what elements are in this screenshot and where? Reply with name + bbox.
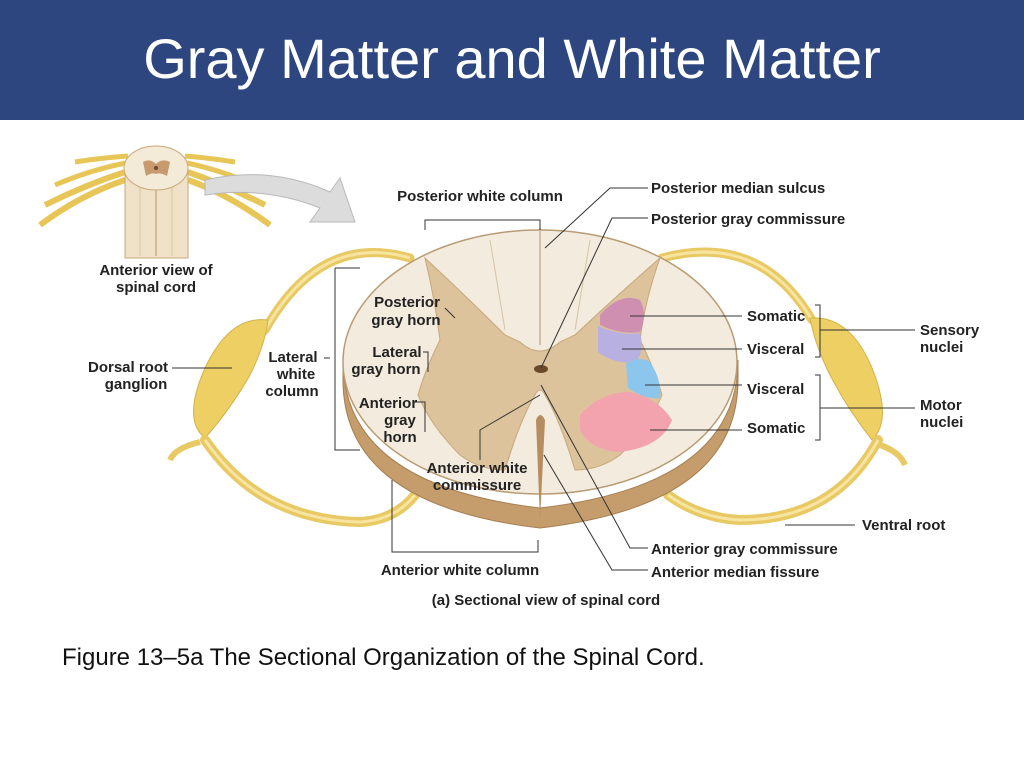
label-motor-nuclei-2: nuclei	[920, 414, 963, 431]
spinal-cord-diagram: Anterior view of spinal cord Dorsal root…	[38, 145, 980, 609]
label-ventral-root: Ventral root	[862, 517, 945, 534]
label-somatic-motor: Somatic	[747, 420, 805, 437]
visceral-motor-nucleus	[626, 358, 661, 399]
label-lateral-white-3: column	[265, 383, 318, 400]
label-posterior-gray-horn-1: Posterior	[374, 294, 440, 311]
central-canal	[534, 365, 548, 373]
spinal-cord-section	[342, 228, 739, 529]
label-lateral-white-2: white	[276, 366, 315, 383]
label-anterior-gray-horn-1: Anterior	[359, 395, 418, 412]
label-anterior-white-column: Anterior white column	[381, 562, 539, 579]
visceral-sensory-nucleus	[598, 326, 642, 363]
label-posterior-median-sulcus: Posterior median sulcus	[651, 180, 825, 197]
right-nerve-roots	[657, 247, 908, 526]
label-sensory-nuclei-1: Sensory	[920, 322, 980, 339]
label-visceral-sensory: Visceral	[747, 341, 804, 358]
label-anterior-view-2: spinal cord	[116, 279, 196, 296]
label-motor-nuclei-1: Motor	[920, 397, 962, 414]
label-anterior-gray-horn-2: gray	[384, 412, 416, 429]
label-anterior-gray-commissure: Anterior gray commissure	[651, 541, 838, 558]
label-posterior-gray-commissure: Posterior gray commissure	[651, 211, 845, 228]
label-lateral-gray-horn-2: gray horn	[351, 361, 420, 378]
label-anterior-white-commissure-1: Anterior white	[427, 460, 528, 477]
leader-lines	[172, 187, 855, 571]
slide-title: Gray Matter and White Matter	[143, 27, 881, 90]
label-anterior-view-1: Anterior view of	[99, 262, 213, 279]
figure-caption: Figure 13–5a The Sectional Organization …	[62, 644, 705, 671]
title-bar	[0, 0, 1024, 120]
label-sectional-view: (a) Sectional view of spinal cord	[432, 592, 660, 609]
label-anterior-median-fissure: Anterior median fissure	[651, 564, 819, 581]
label-anterior-white-commissure-2: commissure	[433, 477, 521, 494]
label-somatic-sensory: Somatic	[747, 308, 805, 325]
anterior-median-fissure	[536, 415, 545, 520]
label-dorsal-root-1: Dorsal root	[88, 359, 168, 376]
somatic-motor-nucleus	[580, 392, 672, 452]
left-nerve-roots	[167, 248, 420, 528]
label-dorsal-root-2: ganglion	[105, 376, 168, 393]
anterior-view-illustration	[38, 145, 272, 259]
label-brackets	[334, 219, 915, 553]
label-posterior-gray-horn-2: gray horn	[371, 312, 440, 329]
label-anterior-gray-horn-3: horn	[383, 429, 416, 446]
label-sensory-nuclei-2: nuclei	[920, 339, 963, 356]
label-lateral-gray-horn-1: Lateral	[372, 344, 421, 361]
label-lateral-white-1: Lateral	[268, 349, 317, 366]
label-visceral-motor: Visceral	[747, 381, 804, 398]
label-posterior-white-column: Posterior white column	[397, 188, 563, 205]
somatic-sensory-nucleus	[600, 297, 644, 333]
view-arrow	[204, 174, 356, 223]
